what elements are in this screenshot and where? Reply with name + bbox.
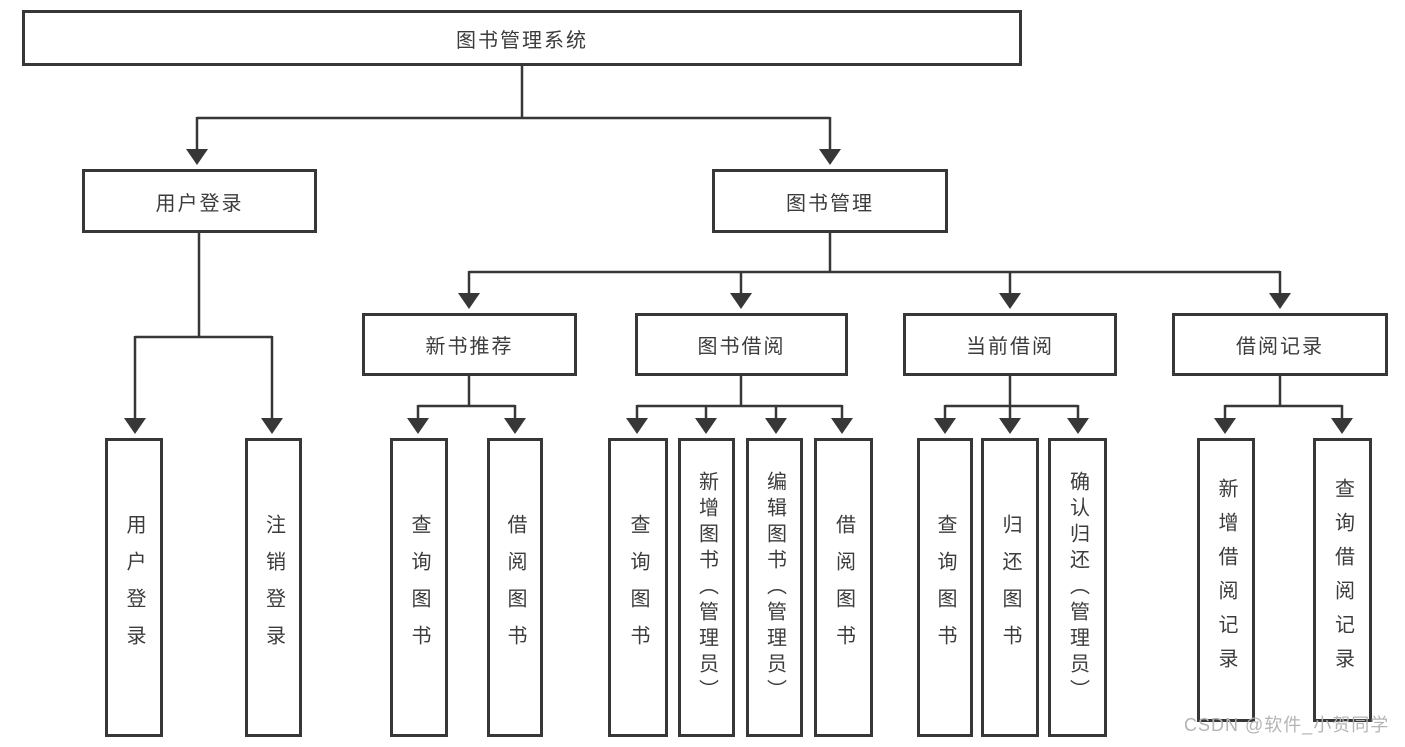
leaf-add-borrow-record-label: 新增借阅记录 bbox=[1215, 478, 1237, 682]
node-book-management: 图书管理 bbox=[712, 169, 948, 233]
new-books-children-connector bbox=[407, 376, 526, 434]
leaf-query-books-recommend-label: 查询图书 bbox=[408, 513, 430, 662]
leaf-query-books-borrowing: 查询图书 bbox=[608, 438, 668, 737]
current-borrow-children-connector bbox=[934, 376, 1089, 434]
csdn-watermark: CSDN @软件_小贺同学 bbox=[1184, 715, 1390, 735]
node-user-login: 用户登录 bbox=[82, 169, 317, 233]
user-login-children-connector bbox=[124, 233, 283, 434]
borrow-records-children-connector bbox=[1214, 376, 1353, 434]
leaf-add-books-admin: 新增图书（管理员） bbox=[678, 438, 735, 737]
node-book-borrowing-label: 图书借阅 bbox=[697, 336, 786, 358]
leaf-query-books-borrowing-label: 查询图书 bbox=[627, 513, 649, 662]
leaf-query-books-recommend: 查询图书 bbox=[390, 438, 448, 737]
leaf-logout-label: 注销登录 bbox=[262, 513, 285, 662]
node-user-login-label: 用户登录 bbox=[155, 192, 244, 215]
node-new-book-recommend-label: 新书推荐 bbox=[425, 336, 514, 358]
node-root-label: 图书管理系统 bbox=[456, 29, 588, 52]
node-borrow-records-label: 借阅记录 bbox=[1236, 336, 1324, 358]
leaf-user-login: 用户登录 bbox=[105, 438, 163, 737]
node-book-management-label: 图书管理 bbox=[786, 192, 874, 215]
leaf-edit-books-admin: 编辑图书（管理员） bbox=[746, 438, 803, 737]
book-mgmt-children-connector bbox=[458, 233, 1291, 309]
node-borrow-records: 借阅记录 bbox=[1172, 313, 1388, 376]
node-book-borrowing: 图书借阅 bbox=[635, 313, 848, 376]
leaf-return-books: 归还图书 bbox=[981, 438, 1039, 737]
leaf-query-books-current: 查询图书 bbox=[917, 438, 973, 737]
leaf-query-borrow-record: 查询借阅记录 bbox=[1313, 438, 1372, 722]
leaf-logout: 注销登录 bbox=[245, 438, 302, 737]
leaf-borrow-books-recommend: 借阅图书 bbox=[487, 438, 543, 737]
leaf-borrow-books-recommend-label: 借阅图书 bbox=[504, 513, 526, 662]
leaf-borrow-books-label: 借阅图书 bbox=[832, 513, 855, 662]
leaf-edit-books-admin-label: 编辑图书（管理员） bbox=[763, 470, 786, 705]
node-current-borrowing: 当前借阅 bbox=[903, 313, 1117, 376]
leaf-query-books-current-label: 查询图书 bbox=[934, 513, 956, 662]
leaf-query-borrow-record-label: 查询借阅记录 bbox=[1331, 478, 1354, 682]
leaf-return-books-label: 归还图书 bbox=[999, 513, 1021, 662]
node-current-borrowing-label: 当前借阅 bbox=[966, 336, 1054, 358]
node-root-system: 图书管理系统 bbox=[22, 10, 1022, 66]
leaf-user-login-label: 用户登录 bbox=[123, 513, 145, 662]
leaf-confirm-return-admin-label: 确认归还（管理员） bbox=[1066, 470, 1089, 705]
node-new-book-recommend: 新书推荐 bbox=[362, 313, 577, 376]
root-to-level2-connector bbox=[186, 65, 841, 165]
leaf-add-borrow-record: 新增借阅记录 bbox=[1197, 438, 1255, 722]
leaf-borrow-books: 借阅图书 bbox=[814, 438, 873, 737]
book-borrow-children-connector bbox=[626, 376, 853, 434]
leaf-confirm-return-admin: 确认归还（管理员） bbox=[1048, 438, 1107, 737]
leaf-add-books-admin-label: 新增图书（管理员） bbox=[695, 470, 718, 705]
